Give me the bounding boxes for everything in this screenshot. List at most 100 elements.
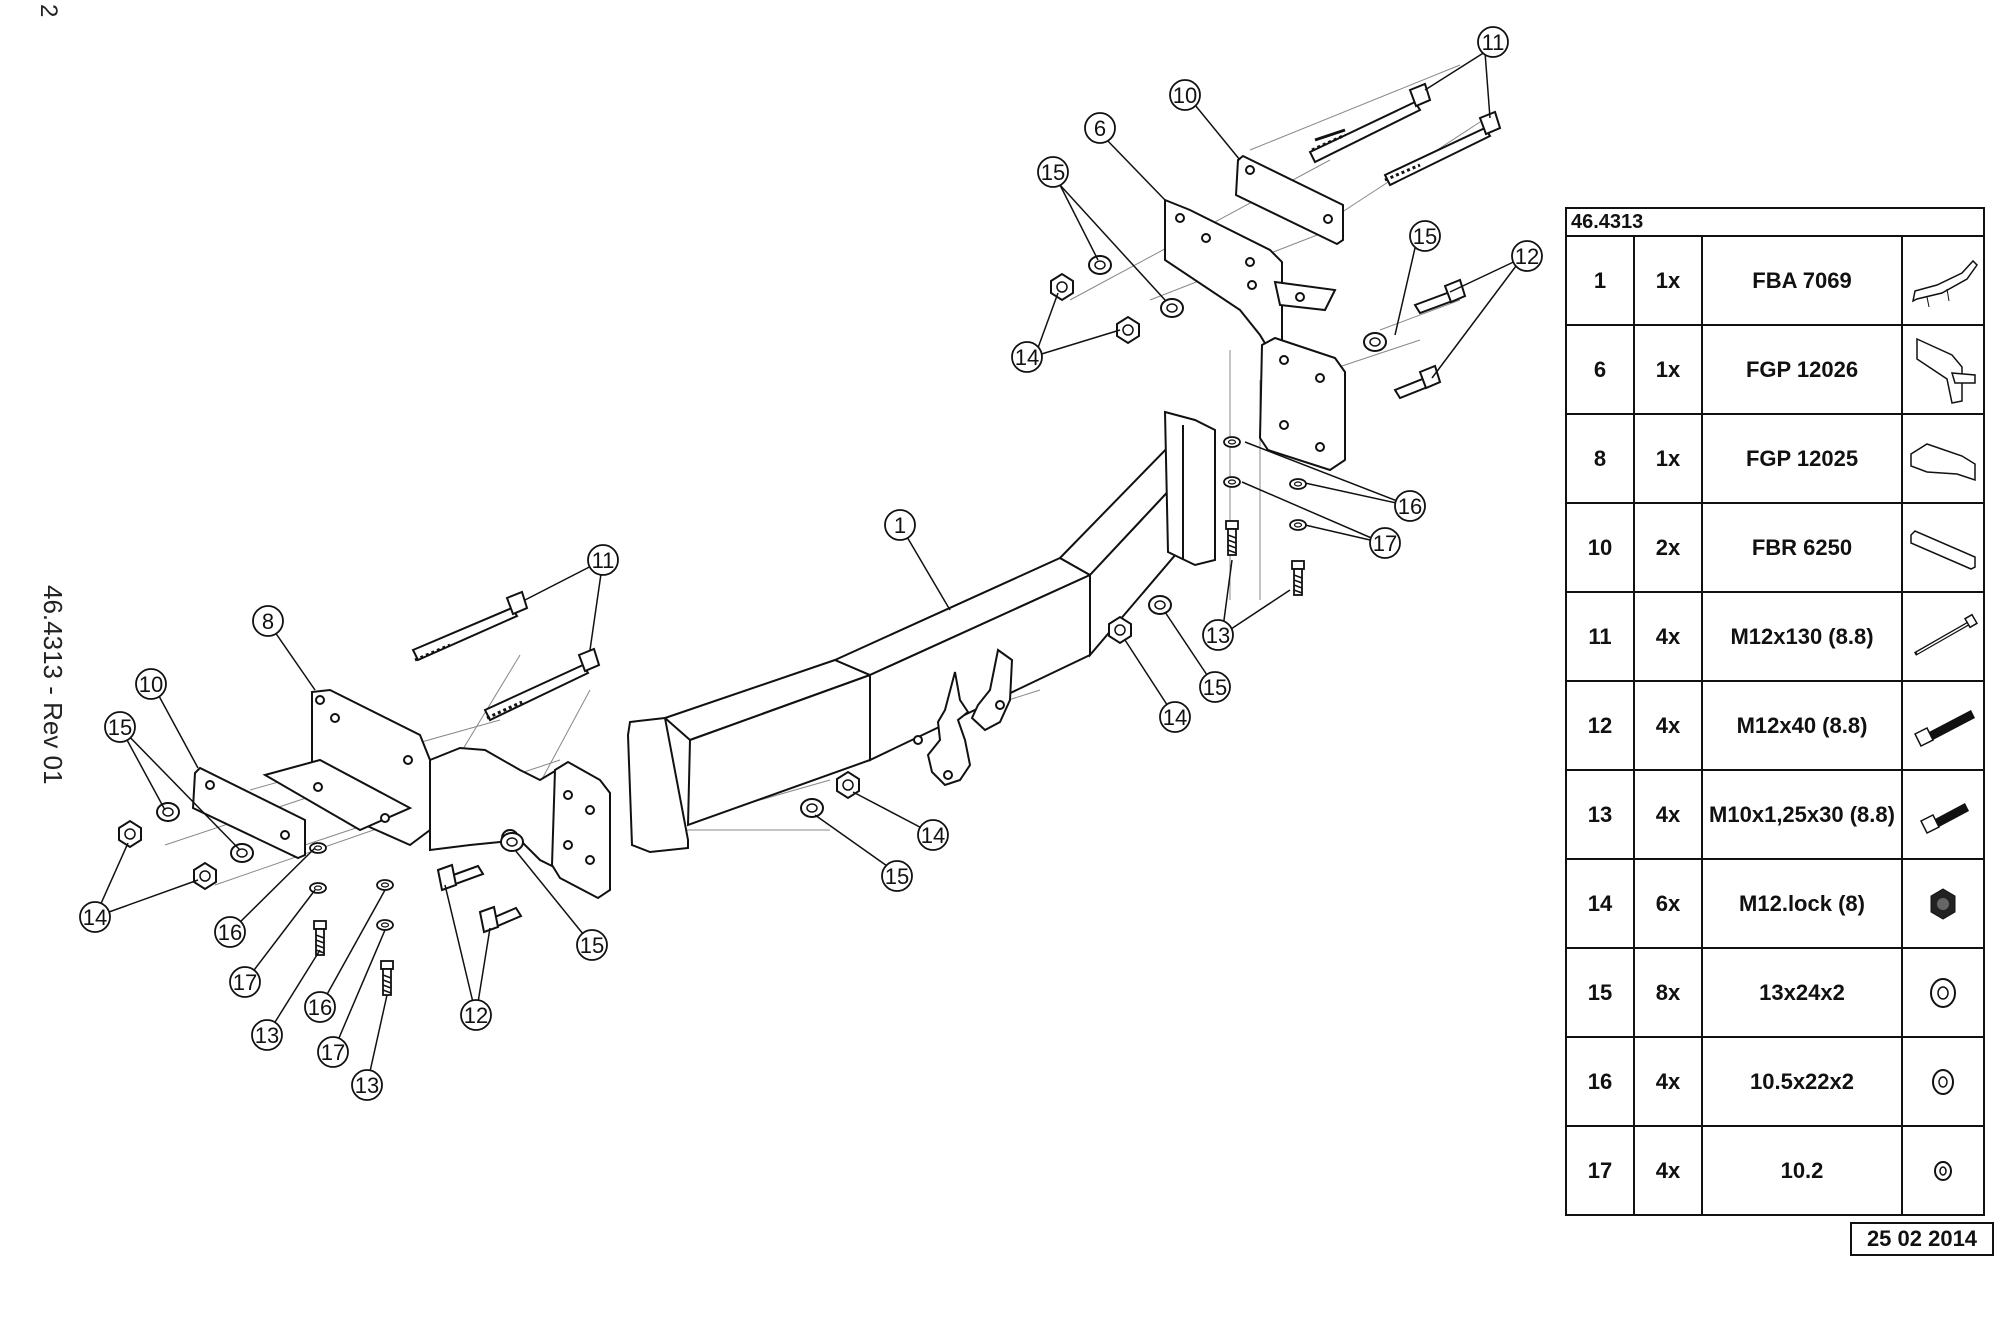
revision-date: 25 02 2014 [1850,1222,1994,1256]
row-quantity: 8x [1633,947,1703,1038]
left-bracket-icon [1901,413,1985,504]
tow-bar-crossbeam-icon [1901,235,1985,326]
washer-icon [1901,1036,1985,1127]
callout-15: 15 [1199,671,1231,703]
row-part-code: 10.5x22x2 [1701,1036,1903,1127]
svg-text:10: 10 [1173,83,1197,108]
svg-text:13: 13 [1206,623,1230,648]
row-position: 1 [1565,235,1635,326]
row-position: 6 [1565,324,1635,415]
row-part-code: FGP 12025 [1701,413,1903,504]
callout-10: 10 [135,668,167,700]
svg-text:11: 11 [1482,30,1505,55]
row-quantity: 2x [1633,502,1703,593]
svg-text:15: 15 [580,933,604,958]
callout-10: 10 [1169,79,1201,111]
callout-13: 13 [351,1069,383,1101]
row-quantity: 4x [1633,1036,1703,1127]
right-bracket-part-6 [1164,198,1337,357]
row-position: 10 [1565,502,1635,593]
svg-text:16: 16 [218,920,242,945]
long-bolt-icon [1901,591,1985,682]
svg-text:12: 12 [464,1003,488,1028]
row-position: 15 [1565,947,1635,1038]
right-flange-plate [1258,336,1346,472]
callout-1: 1 [884,509,916,541]
svg-text:16: 16 [1398,494,1422,519]
lock-nut-icon [1901,858,1985,949]
row-position: 12 [1565,680,1635,771]
svg-text:14: 14 [1015,345,1039,370]
backing-plate-icon [1901,502,1985,593]
svg-text:8: 8 [262,609,274,634]
svg-text:17: 17 [233,970,257,995]
lock-nuts-part-14 [118,273,1140,890]
callout-15: 15 [1409,220,1441,252]
callout-8: 8 [252,605,284,637]
callout-11: 11 [587,544,619,576]
callout-14: 14 [79,901,111,933]
callout-17: 17 [1369,527,1401,559]
svg-text:13: 13 [255,1023,279,1048]
callout-17: 17 [317,1036,349,1068]
svg-text:16: 16 [308,995,332,1020]
callout-15: 15 [1037,156,1069,188]
long-bolt-threads [414,128,1421,720]
row-part-code: FGP 12026 [1701,324,1903,415]
right-bracket-icon [1901,324,1985,415]
svg-text:10: 10 [139,672,163,697]
callout-13: 13 [251,1019,283,1051]
row-part-code: 10.2 [1701,1125,1903,1216]
hitch-drop-plate [913,648,1014,787]
callout-14: 14 [1011,341,1043,373]
row-part-code: FBA 7069 [1701,235,1903,326]
bolts-part-12 [436,278,1467,934]
svg-text:11: 11 [592,548,615,573]
left-flange-plate [550,760,611,900]
callout-16: 16 [1394,490,1426,522]
crossbeam-part-1 [626,410,1216,854]
callout-11: 11 [1477,26,1509,58]
row-quantity: 1x [1633,235,1703,326]
svg-text:15: 15 [108,715,132,740]
row-position: 14 [1565,858,1635,949]
bolt-icon [1901,680,1985,771]
row-position: 8 [1565,413,1635,504]
svg-text:15: 15 [1413,224,1437,249]
row-quantity: 4x [1633,680,1703,771]
left-backing-plate-part-10 [191,766,306,860]
svg-text:12: 12 [1515,244,1539,269]
row-part-code: FBR 6250 [1701,502,1903,593]
callout-14: 14 [917,819,949,851]
callout-14: 14 [1159,701,1191,733]
row-part-code: M12x130 (8.8) [1701,591,1903,682]
washer-icon [1901,947,1985,1038]
callout-6: 6 [1084,112,1116,144]
row-part-code: M12.lock (8) [1701,858,1903,949]
callouts: 11 10 6 15 15 12 14 16 17 1 13 15 14 14 … [79,26,1543,1101]
row-part-code: M10x1,25x30 (8.8) [1701,769,1903,860]
right-backing-plate-part-10 [1234,154,1344,246]
callout-13: 13 [1202,619,1234,651]
callout-12: 12 [1511,240,1543,272]
callout-leaders [94,51,1523,1086]
row-part-code: 13x24x2 [1701,947,1903,1038]
svg-text:6: 6 [1094,116,1106,141]
row-position: 16 [1565,1036,1635,1127]
row-quantity: 1x [1633,324,1703,415]
row-quantity: 4x [1633,1125,1703,1216]
row-position: 17 [1565,1125,1635,1216]
callout-16: 16 [214,916,246,948]
